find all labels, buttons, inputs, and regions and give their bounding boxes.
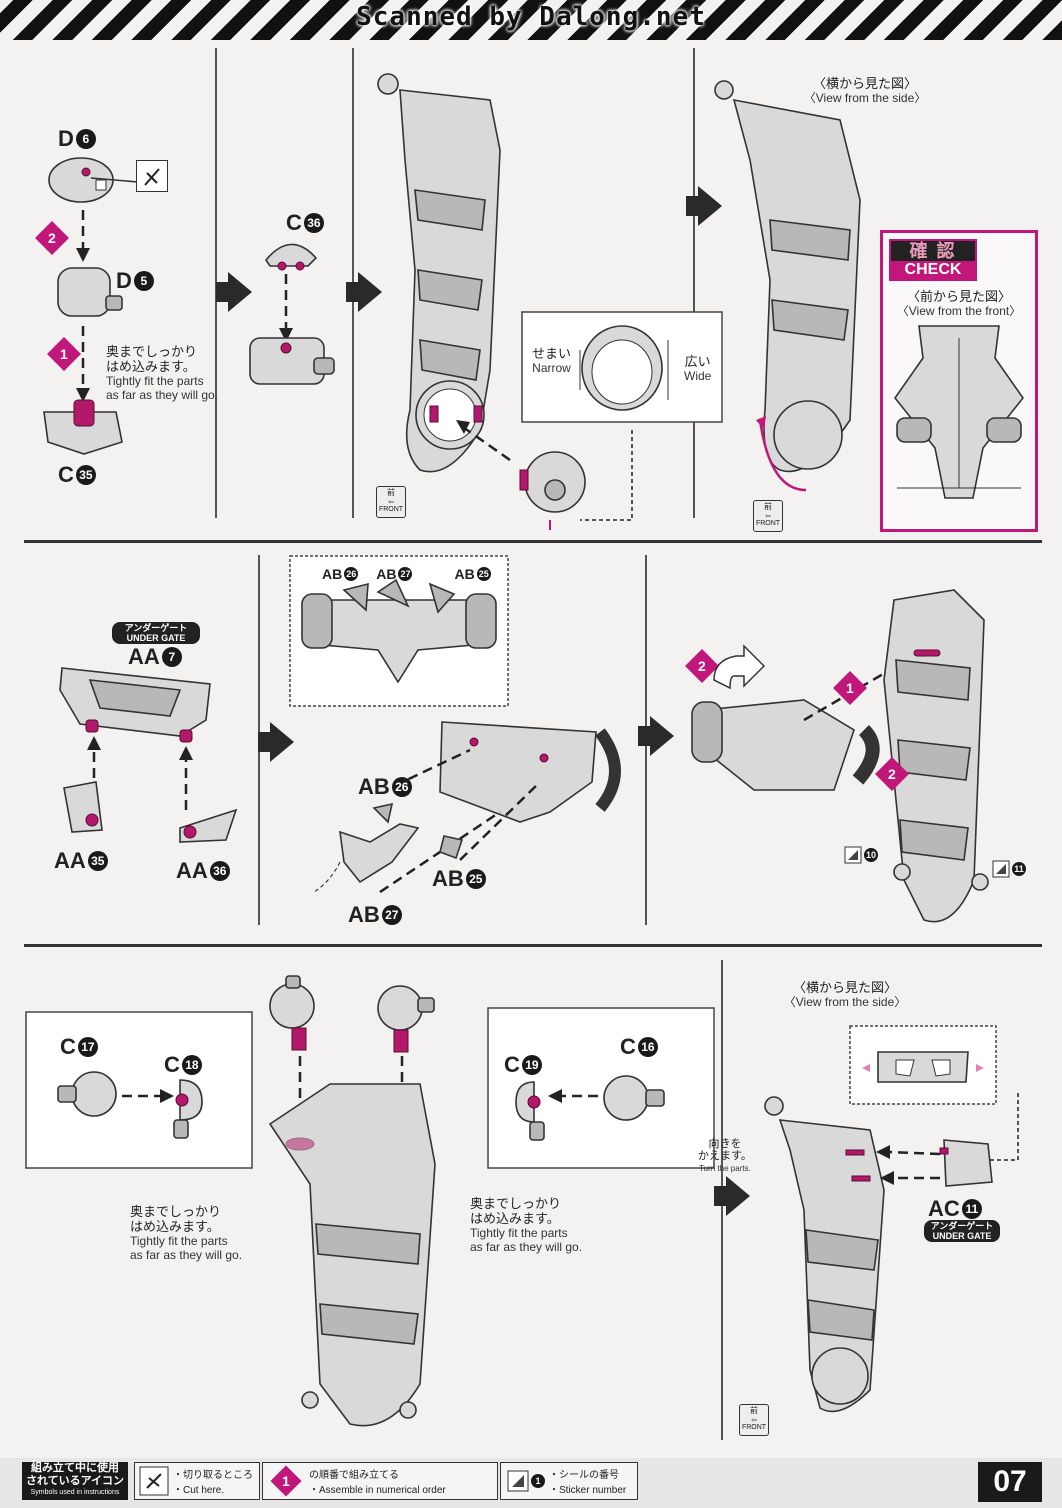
front-indicator: 前⇦FRONT xyxy=(376,486,406,518)
legend-order: 1 の順番で組み立てる・Assemble in numerical order xyxy=(262,1462,498,1500)
next-step-arrow xyxy=(638,716,674,756)
legend-cut: ・切り取るところ・Cut here. xyxy=(134,1462,260,1500)
next-step-arrow xyxy=(714,1176,750,1216)
assembly-d-parts xyxy=(43,157,139,455)
step-marker-1: 1 xyxy=(47,337,81,371)
front-indicator: 前⇦FRONT xyxy=(739,1404,769,1436)
ab-assembly-drawing xyxy=(313,721,621,894)
front-view-caption: 〈前から見た図〉 〈View from the front〉 xyxy=(896,289,1022,318)
arm-side-view-drawing xyxy=(714,80,861,492)
next-step-arrow xyxy=(216,272,252,312)
step-icon: 1 xyxy=(270,1465,302,1497)
detail-inset xyxy=(521,311,723,521)
legend-sticker: 1 ・シールの番号・Sticker number xyxy=(500,1462,638,1500)
sticker-icon xyxy=(507,1470,529,1492)
c19-c16-inset xyxy=(487,1007,715,1169)
arm-ab-attach-drawing xyxy=(691,589,989,923)
next-step-arrow xyxy=(258,722,294,762)
side-view-caption: 〈横から見た図〉 〈View from the side〉 xyxy=(783,980,907,1009)
arm-ac-attach-drawing xyxy=(764,1090,1019,1413)
side-view-caption: 〈横から見た図〉 〈View from the side〉 xyxy=(803,76,927,105)
check-box: 確 認 CHECK 〈前から見た図〉 〈View from the front〉 xyxy=(880,230,1038,532)
ac-detail-inset xyxy=(849,1025,997,1105)
step-marker-1: 1 xyxy=(833,671,867,705)
front-view-drawing xyxy=(894,325,1024,499)
next-step-arrow xyxy=(346,272,382,312)
col-divider xyxy=(693,48,695,518)
step-marker-2: 2 xyxy=(35,221,69,255)
cut-here-icon xyxy=(136,160,168,192)
assembly-aa-parts xyxy=(59,667,238,843)
arm-assembly-drawing xyxy=(377,73,586,530)
wide-label: 広い Wide xyxy=(684,354,712,383)
fit-instruction-right: 奥までしっかり はめ込みます。 Tightly fit the parts as… xyxy=(470,1196,583,1254)
arm-shoulder-joint-drawing xyxy=(268,975,436,1427)
sticker-11: 11 xyxy=(992,860,1026,878)
narrow-label: せまい Narrow xyxy=(532,346,572,375)
cut-here-icon xyxy=(139,1466,169,1496)
sticker-10: 10 xyxy=(844,846,878,864)
scan-credit: Scanned by Dalong.net xyxy=(356,2,706,32)
legend-title: 組み立て中に使用 されているアイコン Symbols used in instr… xyxy=(22,1462,128,1500)
row-divider-2 xyxy=(24,944,1042,947)
c17-c18-inset xyxy=(25,1011,253,1169)
row-divider-1 xyxy=(24,540,1042,543)
check-badge: 確 認 CHECK xyxy=(889,239,977,281)
front-indicator: 前⇦FRONT xyxy=(753,500,783,532)
ab-detail-inset xyxy=(289,555,509,707)
assembly-c36-c35 xyxy=(249,243,335,385)
fit-instruction-left: 奥までしっかり はめ込みます。 Tightly fit the parts as… xyxy=(130,1204,243,1262)
sticker-icon xyxy=(844,846,862,864)
page-number: 07 xyxy=(978,1462,1042,1502)
sticker-icon xyxy=(992,860,1010,878)
header-stripe-band xyxy=(0,0,1062,40)
step-marker-2: 2 xyxy=(875,757,909,791)
next-step-arrow xyxy=(686,186,722,226)
fit-instruction-1: 奥までしっかり はめ込みます。 Tightly fit the parts as… xyxy=(106,344,219,402)
turn-parts-note: 向きを かえます。 Turn the parts. xyxy=(698,1138,752,1173)
